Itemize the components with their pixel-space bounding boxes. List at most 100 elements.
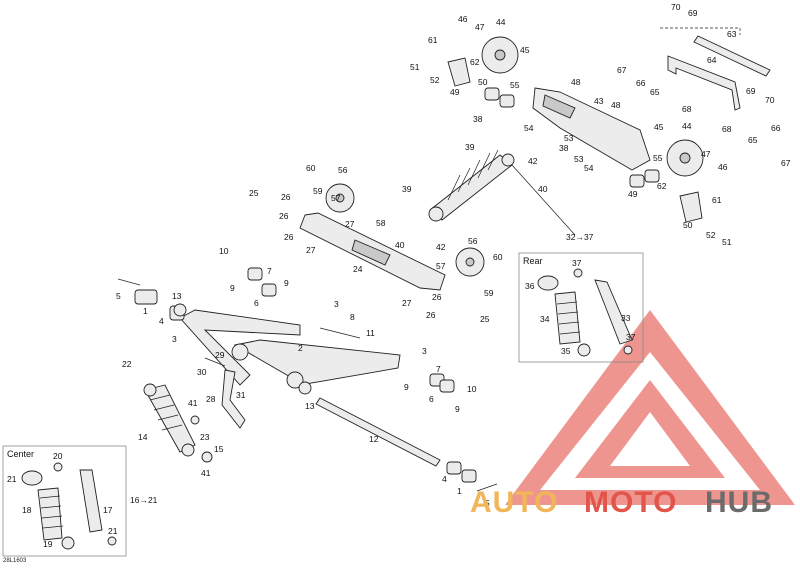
callout-10: 10 xyxy=(467,384,477,394)
callout-11: 11 xyxy=(366,328,375,338)
callout-70: 70 xyxy=(671,2,681,12)
callout-27: 27 xyxy=(345,219,355,229)
callout-47: 47 xyxy=(701,149,711,159)
callout-5: 5 xyxy=(116,291,121,301)
callout-59: 59 xyxy=(484,288,494,298)
callout-3: 3 xyxy=(334,299,339,309)
callout-7: 7 xyxy=(267,266,272,276)
callout-49: 49 xyxy=(628,189,638,199)
callout-2: 2 xyxy=(298,343,303,353)
inset-rear-callout-33: 33 xyxy=(621,313,631,323)
callout-66: 66 xyxy=(636,78,646,88)
callout-8: 8 xyxy=(350,312,355,322)
callout-69: 69 xyxy=(688,8,698,18)
rear-axle-bar xyxy=(660,27,771,111)
inset-center-callout-21: 21 xyxy=(7,474,17,484)
inset-center: Center 16→21 xyxy=(2,445,158,557)
callout-63: 63 xyxy=(727,29,737,39)
shock-bracket xyxy=(221,369,246,429)
callout-13: 13 xyxy=(305,401,315,411)
watermark-moto: MOTO xyxy=(584,486,677,519)
drawing-reference: 28L1603 xyxy=(3,558,27,564)
callout-26: 26 xyxy=(432,292,442,302)
center-shock-absorber xyxy=(428,149,576,236)
callout-26: 26 xyxy=(279,211,289,221)
callout-61: 61 xyxy=(428,35,438,45)
callout-65: 65 xyxy=(748,135,758,145)
callout-47: 47 xyxy=(475,22,485,32)
callout-14: 14 xyxy=(138,432,148,442)
callout-15: 15 xyxy=(214,444,224,454)
front-arm-frame xyxy=(299,183,485,291)
callout-55: 55 xyxy=(510,80,520,90)
callout-46: 46 xyxy=(458,14,468,24)
callout-39: 39 xyxy=(465,142,475,152)
callout-58: 58 xyxy=(376,218,386,228)
callout-31: 31 xyxy=(236,390,246,400)
callout-66: 66 xyxy=(771,123,781,133)
inset-rear-title: Rear xyxy=(523,256,543,266)
inset-rear: Rear 32→37 xyxy=(518,232,644,363)
callout-50: 50 xyxy=(478,77,488,87)
callout-44: 44 xyxy=(682,121,692,131)
callout-53: 53 xyxy=(564,133,574,143)
callout-45: 45 xyxy=(520,45,530,55)
callout-56: 56 xyxy=(468,236,478,246)
callout-12: 12 xyxy=(369,434,379,444)
callout-54: 54 xyxy=(584,163,594,173)
callout-6: 6 xyxy=(254,298,259,308)
callout-69: 69 xyxy=(746,86,756,96)
callout-48: 48 xyxy=(611,100,621,110)
watermark-wordmark: AUTO MOTO HUB xyxy=(470,486,773,519)
callout-61: 61 xyxy=(712,195,722,205)
callout-40: 40 xyxy=(538,184,548,194)
inset-rear-callout-36: 36 xyxy=(525,281,535,291)
callout-4: 4 xyxy=(159,316,164,326)
callout-24: 24 xyxy=(353,264,363,274)
watermark-auto: AUTO xyxy=(470,486,558,519)
callout-64: 64 xyxy=(707,55,717,65)
callout-26: 26 xyxy=(284,232,294,242)
watermark-hub: HUB xyxy=(705,486,773,519)
callout-44: 44 xyxy=(496,17,506,27)
callout-38: 38 xyxy=(559,143,569,153)
inset-center-range: 16→21 xyxy=(130,495,158,505)
callout-52: 52 xyxy=(430,75,440,85)
callout-42: 42 xyxy=(436,242,446,252)
callout-51: 51 xyxy=(722,237,732,247)
callout-23: 23 xyxy=(200,432,210,442)
callout-10: 10 xyxy=(219,246,229,256)
inset-center-callout-17: 17 xyxy=(103,505,113,515)
callout-67: 67 xyxy=(617,65,627,75)
callout-3: 3 xyxy=(422,346,427,356)
callout-4: 4 xyxy=(442,474,447,484)
callout-52: 52 xyxy=(706,230,716,240)
callout-1: 1 xyxy=(457,486,462,496)
callout-5: 5 xyxy=(485,498,490,508)
inset-rear-callout-35: 35 xyxy=(561,346,571,356)
callout-29: 29 xyxy=(215,350,225,360)
inset-center-title: Center xyxy=(7,449,34,459)
callout-55: 55 xyxy=(653,153,663,163)
callout-57: 57 xyxy=(436,261,446,271)
callout-26: 26 xyxy=(281,192,291,202)
callout-9: 9 xyxy=(455,404,460,414)
callout-48: 48 xyxy=(571,77,581,87)
callout-45: 45 xyxy=(654,122,664,132)
callout-70: 70 xyxy=(765,95,775,105)
callout-3: 3 xyxy=(172,334,177,344)
front-shock-absorber xyxy=(143,383,196,457)
callout-57: 57 xyxy=(331,193,341,203)
callout-68: 68 xyxy=(682,104,692,114)
inset-center-callout-19: 19 xyxy=(43,539,53,549)
inset-rear-callout-34: 34 xyxy=(540,314,550,324)
callout-27: 27 xyxy=(306,245,316,255)
callout-38: 38 xyxy=(473,114,483,124)
callout-13: 13 xyxy=(172,291,182,301)
inset-center-callout-20: 20 xyxy=(53,451,63,461)
bushings-and-bolts xyxy=(117,267,498,492)
